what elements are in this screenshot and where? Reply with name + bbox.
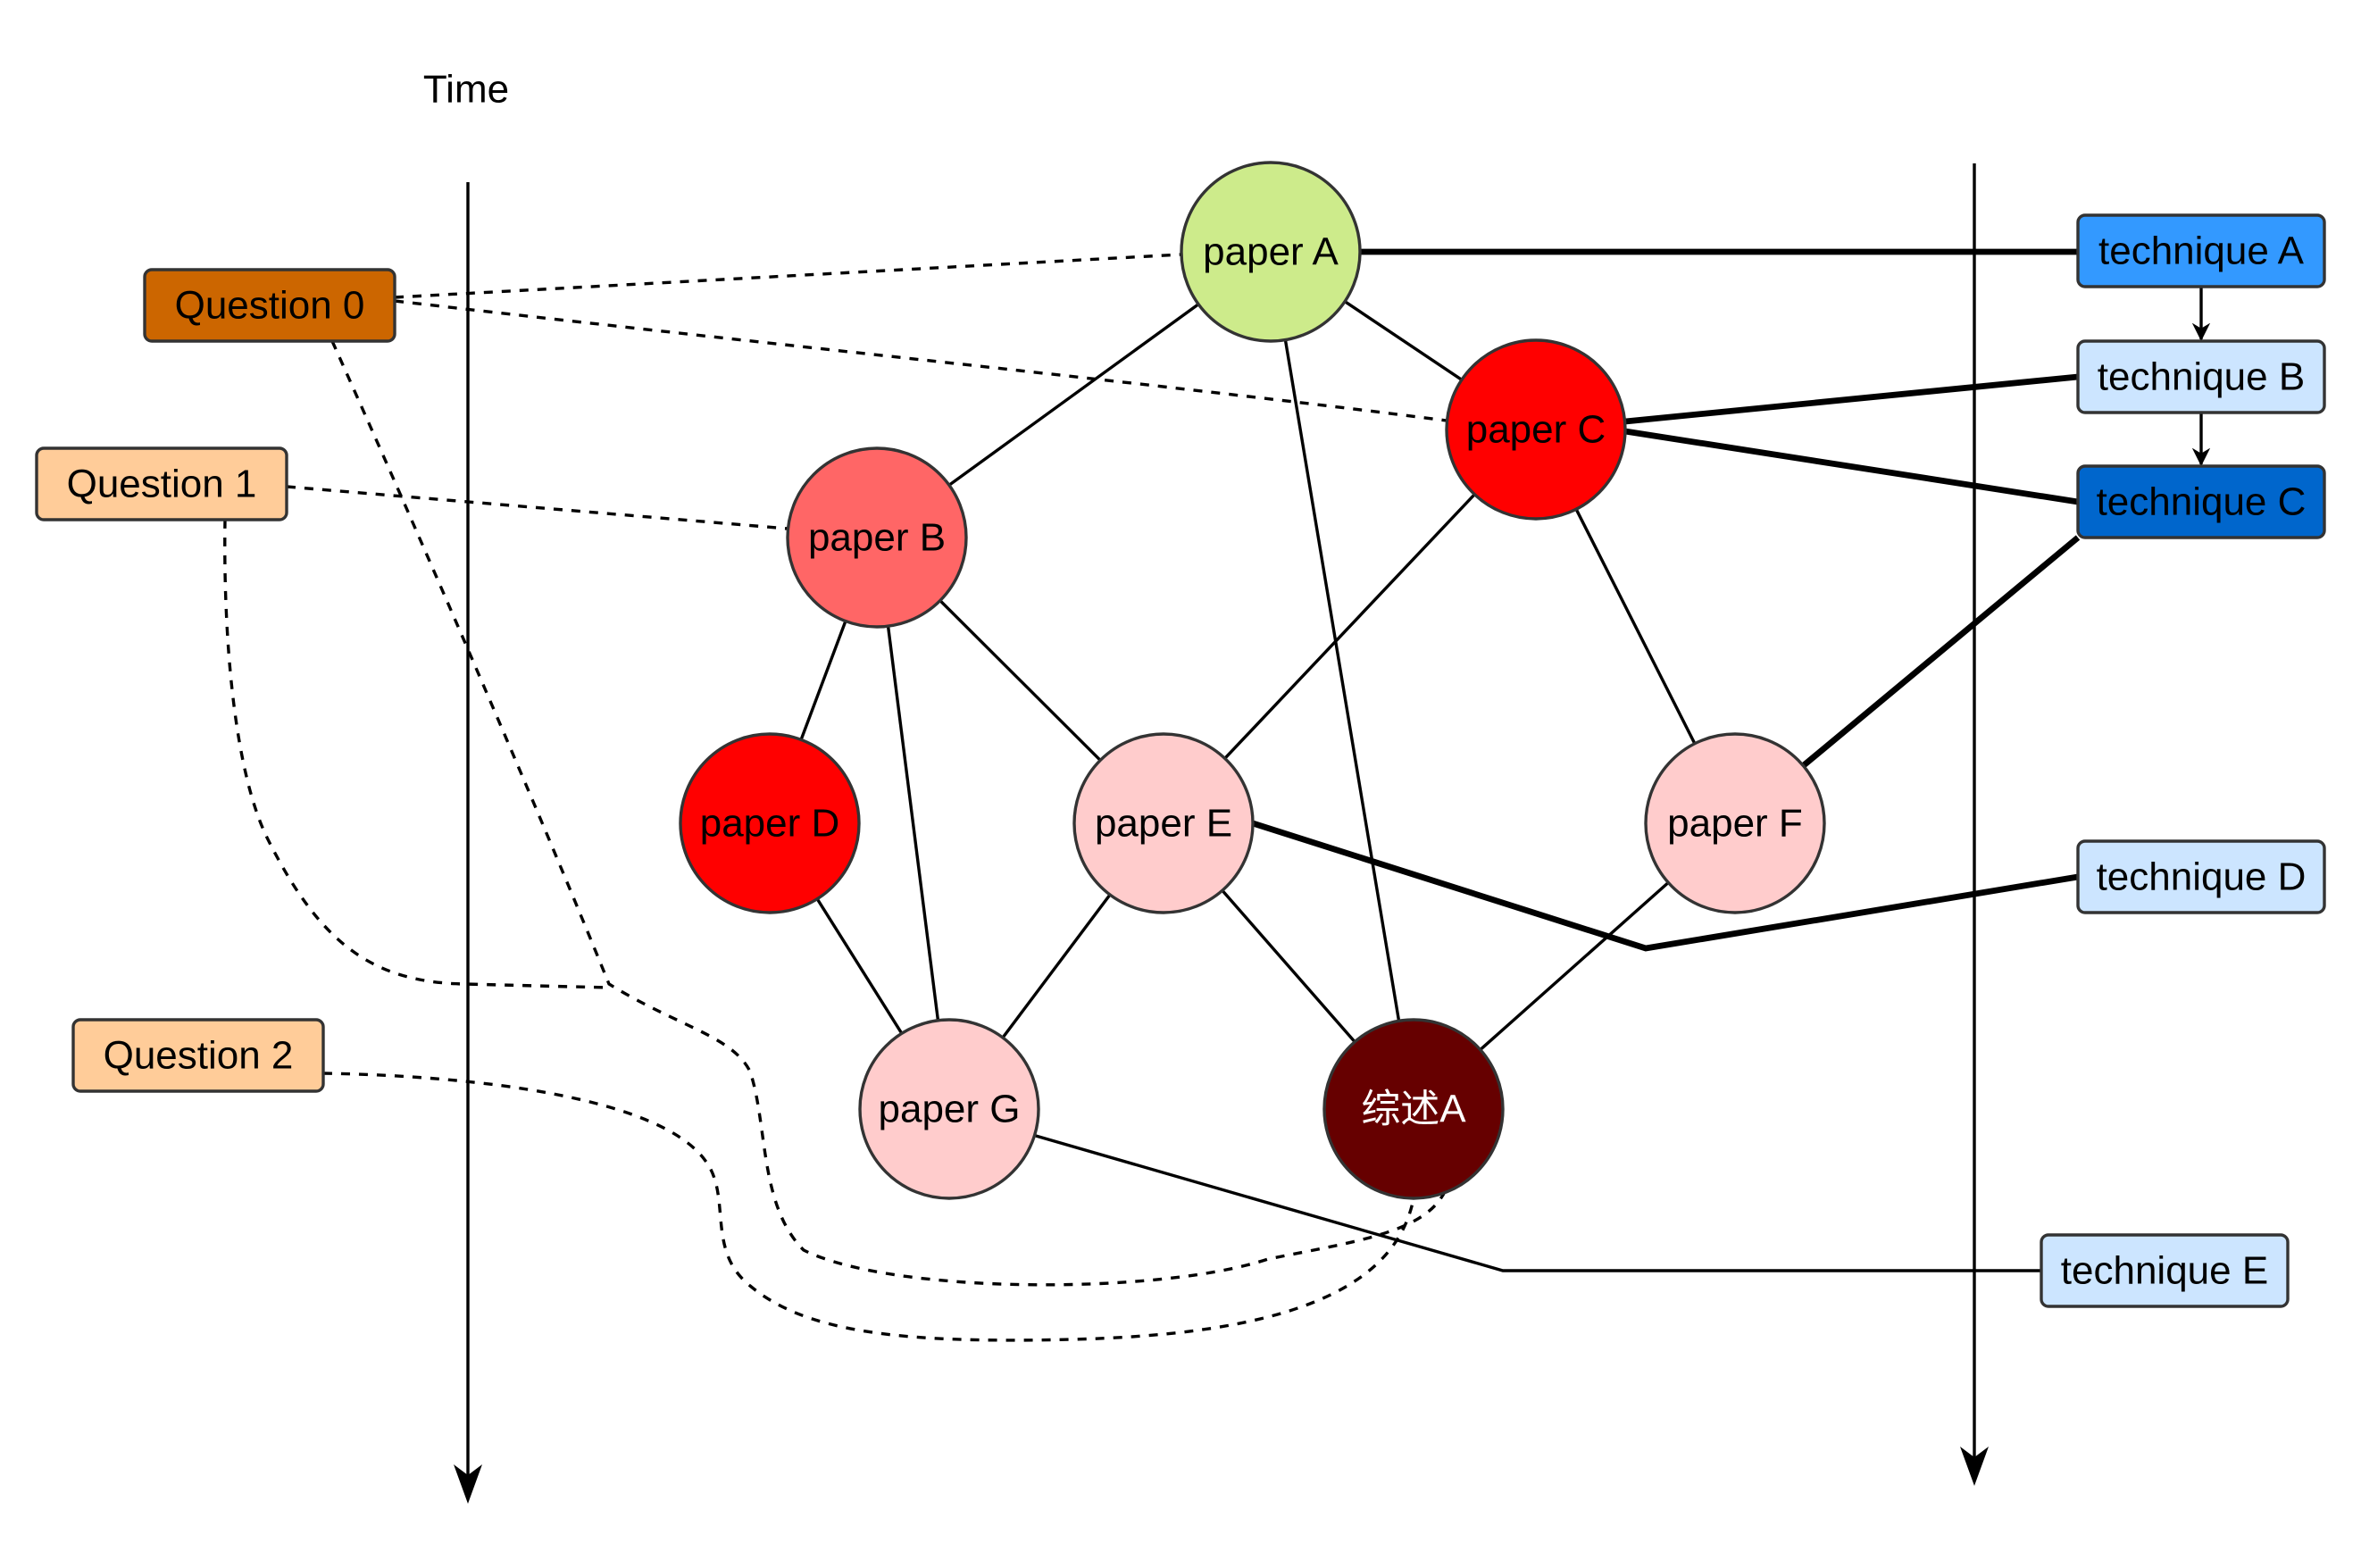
paper-node-circle xyxy=(1322,1018,1505,1200)
technique-box-rect xyxy=(2076,839,2326,914)
time-axis-left xyxy=(454,182,482,1504)
paper-node-S[interactable]: 综述A xyxy=(1322,1018,1505,1200)
paper-node-F[interactable]: paper F xyxy=(1644,732,1826,914)
time-axis-right xyxy=(1960,163,1989,1486)
question-box-rect xyxy=(71,1018,325,1093)
paper-node-label: paper D xyxy=(700,802,840,846)
technique-edge-C-tB xyxy=(1624,373,2079,425)
question-link-q0-A xyxy=(394,253,1182,299)
question-box-q2[interactable]: Question 2 xyxy=(71,1018,325,1093)
question-link-q1-S xyxy=(223,519,610,989)
citation-edge-B-G xyxy=(875,537,951,1110)
paper-node-A[interactable]: paper A xyxy=(1180,161,1362,343)
paper-node-label: paper F xyxy=(1667,802,1803,846)
paper-node-circle xyxy=(1072,732,1255,914)
paper-node-label: paper C xyxy=(1466,408,1606,452)
technique-box-label: technique C xyxy=(2097,480,2307,524)
paper-node-circle xyxy=(1445,338,1627,521)
paper-node-circle xyxy=(1644,732,1826,914)
paper-node-circle xyxy=(679,732,861,914)
question-box-q1[interactable]: Question 1 xyxy=(35,446,288,521)
technique-box-tB[interactable]: technique B xyxy=(2076,339,2326,414)
technique-box-rect xyxy=(2076,213,2326,288)
paper-node-G[interactable]: paper G xyxy=(858,1018,1040,1200)
question-links-layer xyxy=(223,253,1448,1342)
technique-edge-C-tC xyxy=(1624,428,2079,505)
technique-box-tA[interactable]: technique A xyxy=(2076,213,2326,288)
question-link-q0-S xyxy=(330,340,1448,1287)
question-link-q1-B xyxy=(286,485,788,530)
technique-box-tD[interactable]: technique D xyxy=(2076,839,2326,914)
technique-box-tC[interactable]: technique C xyxy=(2076,464,2326,539)
paper-node-label: 综述A xyxy=(1361,1088,1466,1131)
paper-node-label: paper E xyxy=(1095,802,1232,846)
question-box-rect xyxy=(35,446,288,521)
question-box-label: Question 1 xyxy=(67,463,257,506)
paper-node-D[interactable]: paper D xyxy=(679,732,861,914)
technique-box-label: technique B xyxy=(2098,355,2305,399)
technique-box-label: technique E xyxy=(2061,1249,2268,1293)
paper-node-B[interactable]: paper B xyxy=(786,446,968,629)
question-box-q0[interactable]: Question 0 xyxy=(143,268,396,343)
paper-node-C[interactable]: paper C xyxy=(1445,338,1627,521)
technique-box-label: technique D xyxy=(2097,855,2307,899)
paper-node-circle xyxy=(858,1018,1040,1200)
paper-node-label: paper B xyxy=(808,516,946,560)
technique-box-rect xyxy=(2076,339,2326,414)
question-box-label: Question 2 xyxy=(104,1034,294,1078)
technique-edge-G-tE xyxy=(1035,1134,2041,1272)
nodes-layer: paper A paper B paper C paper D paper E paper… xyxy=(35,161,2326,1308)
technique-box-rect xyxy=(2040,1233,2290,1308)
technique-box-rect xyxy=(2076,464,2326,539)
paper-node-E[interactable]: paper E xyxy=(1072,732,1255,914)
paper-node-label: paper G xyxy=(879,1088,1021,1131)
technique-box-tE[interactable]: technique E xyxy=(2040,1233,2290,1308)
technique-box-label: technique A xyxy=(2098,229,2305,273)
paper-node-circle xyxy=(1180,161,1362,343)
time-axis-label: Time xyxy=(423,68,509,112)
question-box-rect xyxy=(143,268,396,343)
question-box-label: Question 0 xyxy=(175,284,365,328)
citation-edge-A-S xyxy=(1269,251,1415,1110)
technique-edge-F-tC xyxy=(1801,535,2081,768)
question-link-q0-C xyxy=(394,299,1447,422)
technique-edge-E-tD xyxy=(1251,820,2079,952)
paper-node-label: paper A xyxy=(1203,230,1339,274)
paper-node-circle xyxy=(786,446,968,629)
